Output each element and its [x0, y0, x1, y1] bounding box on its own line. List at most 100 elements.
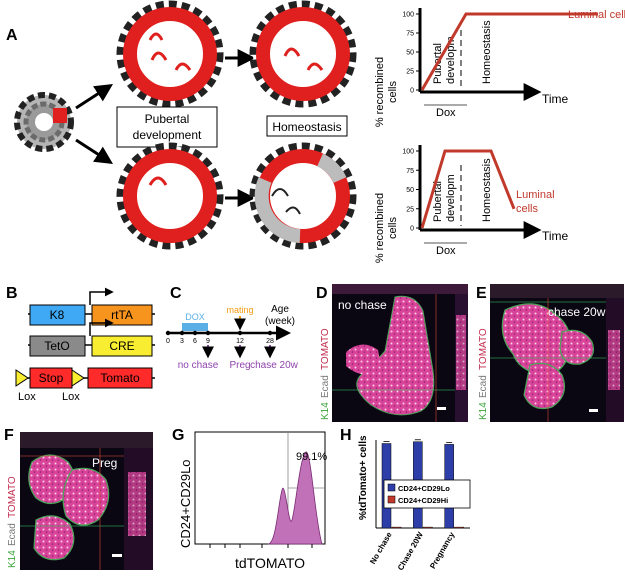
duct-bottom-2 [249, 142, 357, 250]
lox-triangle-2 [71, 369, 85, 387]
pubertal-box-line1: Pubertal [145, 112, 190, 126]
panel-g: G 99.1% CD24+CD29Lo tdTOMATO [172, 427, 327, 571]
panel-e: E chase 20w K14 Ecad TOMATO [476, 284, 624, 422]
flow-ylabel: CD24+CD29Lo [178, 459, 193, 548]
chart-bottom-tick-2: 50 [406, 187, 414, 194]
panel-b: B K8 rtTA TetO CRE Stop Tomato Lox Lox [6, 285, 155, 403]
panel-f: F Preg K14 Ecad TOMATO [4, 427, 153, 570]
panel-f-label: F [4, 427, 14, 444]
chart-bottom-ticks: 100 75 50 25 0 [402, 149, 420, 233]
chart-bottom-luminal-line [420, 149, 516, 229]
timeline-tick-dot-1 [179, 330, 185, 336]
timeline-tick-dot-0 [165, 330, 171, 336]
chart-top-phase-pub-2: developm [445, 36, 457, 84]
panel-d-ecad: Ecad [320, 375, 331, 398]
teto-box [29, 335, 86, 357]
arrow-up-branch [75, 84, 114, 110]
chart-top-luminal-line [420, 12, 598, 91]
timeline-tick-dot-3 [205, 330, 211, 336]
chart-bottom-dox: Dox [436, 245, 456, 257]
panel-d-k14: K14 [320, 402, 331, 420]
chart-bottom-phase-homeo: Homeostasis [481, 158, 493, 222]
chart-top-tick-1: 75 [406, 31, 414, 38]
lox-triangle-1 [15, 369, 29, 387]
panel-g-label: G [172, 427, 184, 444]
bar-ylabel: %tdTomato+ cells [358, 435, 369, 520]
timeline-tick-4: 12 [236, 338, 244, 345]
chart-bottom-tick-4: 0 [410, 226, 414, 233]
timeline-tick-1: 3 [180, 338, 184, 345]
panel-h-label: H [340, 427, 352, 444]
chart-bottom-series-label-2: cells [516, 203, 539, 215]
duct-bottom-1 [116, 142, 224, 250]
flow-axis-ticks [209, 544, 313, 548]
bar-0-1 [391, 526, 402, 529]
chart-top-ylabel-1: % recombined [374, 57, 386, 127]
teto-promoter-arrow [89, 318, 114, 336]
panel-d-label: D [316, 285, 328, 302]
chart-bottom-ylabel-1: % recombined [374, 193, 386, 263]
chart-bottom-phase-pub-2: developm [445, 174, 457, 222]
bar-1-1 [423, 526, 433, 529]
k8-promoter-arrow [89, 287, 114, 305]
legend-label-lo: CD24+CD29Lo [398, 484, 450, 493]
panel-f-ecad: Ecad [7, 523, 18, 546]
legend-swatch-hi [387, 495, 396, 504]
lox-label-2: Lox [62, 391, 80, 403]
no-chase-label: no chase [178, 360, 219, 371]
chart-bottom-tick-1: 75 [406, 168, 414, 175]
arrow-down-branch [75, 138, 114, 164]
k8-label: K8 [50, 308, 65, 322]
chart-top-dox: Dox [436, 107, 456, 119]
panel-f-annotation: Preg [92, 456, 117, 470]
cre-label: CRE [109, 339, 134, 353]
panel-e-label: E [476, 285, 487, 302]
timeline-tick-0: 0 [166, 338, 170, 345]
chase20w-label: chase 20w [250, 360, 299, 371]
chart-bottom-xlabel: Time [542, 229, 569, 243]
dox-bar [182, 323, 208, 331]
panel-d-annotation: no chase [338, 298, 387, 312]
timeline-tick-dot-5 [267, 330, 273, 336]
chart-bottom-series-label-1: Luminal [516, 189, 555, 201]
bar-category-2: Pregnancy [428, 530, 457, 570]
dox-label: DOX [185, 312, 205, 322]
lox-label-1: Lox [18, 391, 36, 403]
chart-top-ylabel-2: cells [387, 81, 399, 104]
stop-label: Stop [39, 371, 64, 385]
cre-box [91, 335, 153, 357]
homeostasis-box [266, 115, 348, 137]
flow-xlabel: tdTOMATO [235, 555, 305, 571]
panel-e-k14: K14 [478, 402, 489, 420]
pubertal-box [116, 106, 218, 148]
tomato-box [87, 367, 153, 389]
bar-category-0: No chase [368, 530, 394, 566]
bar-legend [383, 479, 471, 509]
panel-a-label: A [6, 27, 18, 44]
rtta-label: rtTA [111, 308, 133, 322]
chart-top-series-label: Luminal cells [568, 9, 625, 21]
chart-top-tick-3: 25 [406, 69, 414, 76]
homeostasis-box-label: Homeostasis [272, 120, 341, 134]
chart-bottom-tick-0: 100 [402, 149, 414, 156]
chart-bottom-tick-3: 25 [406, 206, 414, 213]
panel-e-tomato: TOMATO [478, 328, 489, 370]
chart-top-tick-0: 100 [402, 12, 414, 19]
age-label-1: Age [271, 304, 289, 315]
legend-swatch-lo [387, 483, 396, 492]
timeline-tick-2: 6 [193, 338, 197, 345]
chart-top-phase-homeo: Homeostasis [481, 20, 493, 84]
initial-duct [14, 92, 74, 152]
panel-e-annotation: chase 20w [548, 305, 606, 319]
flow-percent: 99.1% [296, 451, 327, 463]
mating-label: mating [226, 305, 253, 315]
duct-top-1 [116, 0, 224, 108]
pubertal-box-line2: development [133, 128, 202, 142]
panel-f-k14: K14 [7, 550, 18, 568]
